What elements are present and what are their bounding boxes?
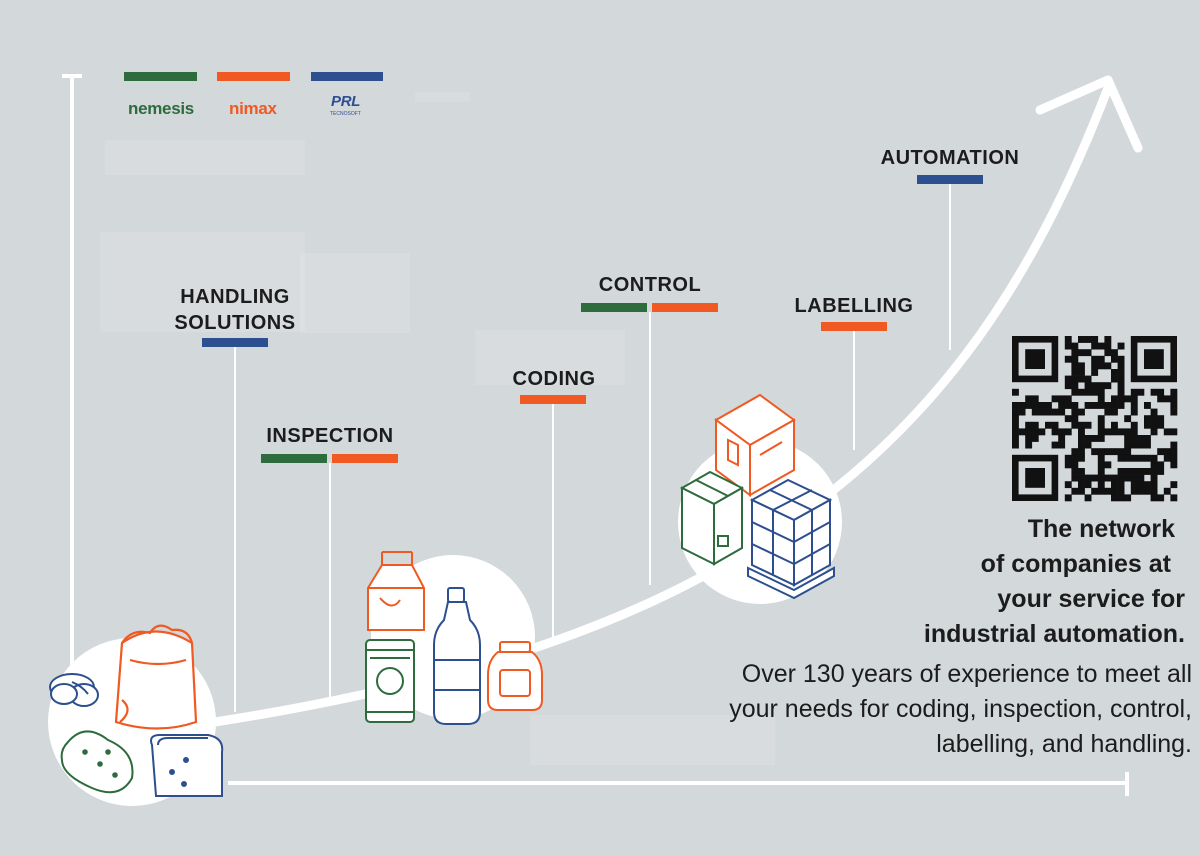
- ghost-panel: [100, 232, 305, 332]
- arrow-head: [1035, 75, 1143, 153]
- inspection-green-bar: [261, 454, 327, 463]
- nimax-logo: nimax: [229, 99, 277, 118]
- description-line: labelling, and handling.: [936, 730, 1192, 758]
- pallet-icon: [747, 478, 835, 600]
- tagline-line: your service for: [997, 585, 1185, 613]
- prl-logo-subtitle: TECNOSOFT: [330, 111, 361, 117]
- stage-labelling-label: LABELLING: [794, 295, 914, 317]
- tagline-line: of companies at: [980, 550, 1171, 578]
- qr-code-icon: [1012, 336, 1178, 502]
- connector-lines: [234, 184, 951, 712]
- ghost-panel: [300, 253, 410, 333]
- nemesis-logo: nemesis: [128, 99, 194, 118]
- nemesis-color-bar: [124, 72, 197, 81]
- stage-automation-label: AUTOMATION: [880, 147, 1020, 169]
- stage-control-label: CONTROL: [598, 274, 702, 296]
- closed-box-icon: [679, 470, 745, 566]
- stage-inspection-label: INSPECTION: [266, 425, 394, 447]
- bread-icon: [150, 734, 224, 797]
- stage-handling-line1: HANDLING: [180, 286, 290, 308]
- ghost-panel: [105, 140, 305, 175]
- ghost-panel: [530, 715, 775, 765]
- jar-icon: [487, 641, 543, 711]
- axes: [62, 74, 1129, 796]
- description-line: Over 130 years of experience to meet all: [741, 660, 1192, 688]
- inspection-orange-bar: [332, 454, 398, 463]
- tagline: The network of companies at your service…: [924, 512, 1185, 652]
- potato-icon: [60, 730, 134, 794]
- handling-color-bar: [202, 338, 268, 347]
- description-line: your needs for coding, inspection, contr…: [729, 695, 1192, 723]
- tagline-line: The network: [1027, 515, 1175, 543]
- beans-icon: [49, 673, 99, 707]
- open-box-icon: [714, 393, 796, 497]
- stage-handling-label: HANDLING SOLUTIONS: [155, 284, 315, 336]
- ghost-panel: [475, 330, 625, 385]
- tagline-line: industrial automation.: [923, 620, 1185, 648]
- milk-carton-icon: [367, 551, 425, 631]
- stage-handling-line2: SOLUTIONS: [174, 312, 296, 334]
- flour-sack-icon: [114, 624, 198, 730]
- can-icon: [365, 639, 415, 723]
- ghost-panel: [415, 92, 470, 102]
- prl-logo: PRL: [331, 93, 361, 110]
- description: Over 130 years of experience to meet all…: [729, 657, 1192, 762]
- labelling-color-bar: [821, 322, 887, 331]
- bottle-icon: [433, 587, 481, 725]
- automation-color-bar: [917, 175, 983, 184]
- coding-color-bar: [520, 395, 586, 404]
- nimax-color-bar: [217, 72, 290, 81]
- control-orange-bar: [652, 303, 718, 312]
- control-green-bar: [581, 303, 647, 312]
- prl-color-bar: [311, 72, 383, 81]
- stage-coding-label: CODING: [512, 368, 596, 390]
